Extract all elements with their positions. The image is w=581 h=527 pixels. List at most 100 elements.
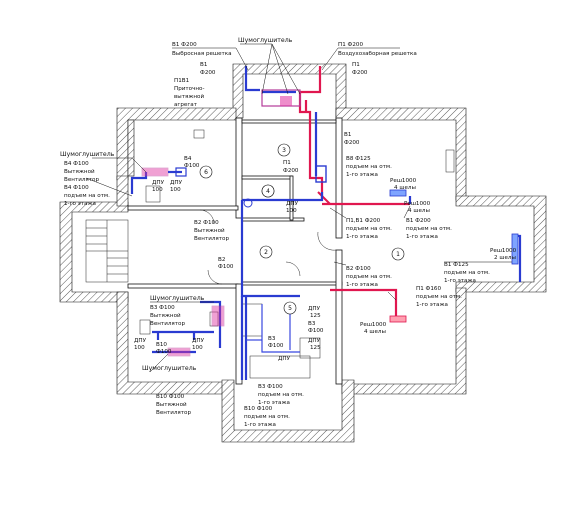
label-b10-bl-d: Ф100 — [156, 349, 172, 355]
label-b4-left-c: В4 Ф100 — [64, 185, 89, 191]
label-b1-left: В1 — [200, 62, 208, 68]
label-b1-far-b: 1-го этажа — [444, 278, 476, 284]
label-dpu-small: ДПУ — [286, 201, 299, 207]
label-b8-mid: В8 Ф125 — [346, 156, 371, 162]
label-p1b1-rise-b: 1-го этажа — [346, 234, 378, 240]
label-dpu-5a: ДПУ — [308, 306, 321, 312]
label-grille-r1-sub: 4 шелы — [394, 185, 416, 191]
label-unit-c: агрегат — [174, 102, 198, 108]
label-b3-bottom-b: 1-го этажа — [258, 400, 290, 406]
label-b1-right-a: подъем на отм. — [406, 226, 452, 232]
leader-lines — [85, 43, 512, 373]
label-b4-room-d: Ф100 — [184, 163, 200, 169]
label-dpu-bl-d: 100 — [192, 345, 203, 351]
label-b4-left-b: Вентилятор — [64, 177, 99, 183]
label-silencer-top: Шумоглушитель — [238, 37, 293, 44]
label-p1-mid-d: Ф200 — [283, 168, 299, 174]
label-dpu-b4-c: ДПУ — [170, 180, 183, 186]
label-b10-bottom-b: Вентилятор — [156, 410, 191, 416]
label-b3-5: В3 — [308, 321, 316, 327]
label-p1-right: П1 — [352, 62, 360, 68]
label-silencer-left: Шумоглушитель — [60, 151, 115, 158]
annotations: Шумоглушитель В1 Ф200 Выбросная решетка … — [60, 37, 517, 428]
label-grille-r1: Реш1000 — [390, 178, 417, 184]
label-b10-bottom2-b: 1-го этажа — [244, 422, 276, 428]
label-b3-bl-b: Вентилятор — [150, 321, 185, 327]
label-unit: П1В1 — [174, 78, 190, 84]
label-b10-bottom: В10 Ф100 — [156, 394, 185, 400]
label-b4-left-d: подъем на отм. — [64, 193, 110, 199]
label-b10-bottom2: В10 Ф100 — [244, 406, 273, 412]
label-dpu-5c: ДПУ — [278, 356, 291, 362]
label-dpu-bl-b: 100 — [134, 345, 145, 351]
label-grille-r3: Реш1000 — [490, 248, 517, 254]
room-4: 4 — [266, 188, 270, 195]
label-b1-mid-d: Ф200 — [344, 140, 360, 146]
label-dpu-b4-d: 100 — [170, 187, 181, 193]
label-unit-a: Приточно- — [174, 86, 204, 92]
label-b1-right: В1 Ф200 — [406, 218, 431, 224]
label-p1b1-rise-a: подъем на отм. — [346, 226, 392, 232]
label-p1-mid: П1 — [283, 160, 291, 166]
label-dpu-bl-c: ДПУ — [192, 338, 205, 344]
label-silencer-bl: Шумоглушитель — [150, 295, 205, 302]
label-b2-center-b: Вентилятор — [194, 236, 229, 242]
label-b10-bl: В10 — [156, 342, 167, 348]
label-b3-5-d: Ф100 — [308, 328, 324, 334]
label-p1b1-rise: П1,В1 Ф200 — [346, 218, 381, 224]
label-dpu-5b-d: 125 — [310, 345, 321, 351]
label-b2-hall: В2 — [218, 257, 225, 263]
label-dpu-small-d: 100 — [286, 208, 297, 214]
label-dpu-bl-a: ДПУ — [134, 338, 147, 344]
label-grille-r3-sub: 2 шелы — [494, 255, 516, 261]
label-b2-center: В2 Ф100 — [194, 220, 219, 226]
room-3: 3 — [282, 147, 286, 154]
label-b10-bottom2-a: подъем на отм. — [244, 414, 290, 420]
label-grille-r2-sub: 4 шелы — [408, 208, 430, 214]
label-b1-right-b: 1-го этажа — [406, 234, 438, 240]
label-dpu-5a-d: 125 — [310, 313, 321, 319]
label-b3-5b: В3 — [268, 336, 276, 342]
label-b2-center-a: Вытяжной — [194, 227, 225, 234]
ducts — [130, 66, 522, 380]
label-p1-lower-b: 1-го этажа — [416, 302, 448, 308]
label-b4-room: В4 — [184, 156, 192, 162]
label-b2-hall-d: Ф100 — [218, 264, 234, 270]
label-b4-left: В4 Ф100 — [64, 161, 89, 167]
label-b3-bottom: В3 Ф100 — [258, 384, 283, 390]
label-p1-lower: П1 Ф160 — [416, 286, 441, 292]
label-b1-far-a: подъем на отм. — [444, 270, 490, 276]
label-b2-rise: В2 Ф100 — [346, 266, 371, 272]
label-unit-b: вытяжной — [174, 93, 204, 100]
label-p1-top-sub: Воздухозаборная решетка — [338, 51, 417, 57]
inner-walls — [85, 117, 455, 385]
label-b1-far: В1 Ф125 — [444, 262, 469, 268]
room-1: 1 — [396, 251, 400, 258]
label-dpu-b4-b: 100 — [152, 187, 163, 193]
label-b3-5b-d: Ф100 — [268, 343, 284, 349]
label-b10-bottom-a: Вытяжной — [156, 401, 187, 408]
label-b4-left-e: 1-го этажа — [64, 201, 96, 207]
label-p1-top: П1 Ф200 — [338, 42, 363, 48]
label-b1-top: В1 Ф200 — [172, 42, 197, 48]
label-p1-lower-a: подъем на отм. — [416, 294, 462, 300]
label-grille-r2: Реш1000 — [404, 201, 431, 207]
label-b3-bl-a: Вытяжной — [150, 312, 181, 319]
label-dpu-5b: ДПУ — [308, 338, 321, 344]
label-b2-rise-a: подъем на отм. — [346, 274, 392, 280]
label-b3-bl: В3 Ф100 — [150, 305, 175, 311]
room-6: 6 — [204, 169, 208, 176]
label-grille-r4-sub: 4 шелы — [364, 329, 386, 335]
label-b1-top-sub: Выбросная решетка — [172, 51, 232, 57]
outer-walls — [59, 63, 547, 443]
label-b1-mid: В1 — [344, 132, 352, 138]
label-grille-r4: Реш1000 — [360, 322, 387, 328]
room-markers: 3 2 1 4 5 6 — [199, 143, 405, 315]
label-p1-right-d: Ф200 — [352, 70, 368, 76]
room-2: 2 — [264, 249, 268, 256]
room-5: 5 — [288, 305, 292, 312]
label-dpu-b4-a: ДПУ — [152, 180, 165, 186]
label-b8-mid-b: 1-го этажа — [346, 172, 378, 178]
label-b3-bottom-a: подъем на отм. — [258, 392, 304, 398]
